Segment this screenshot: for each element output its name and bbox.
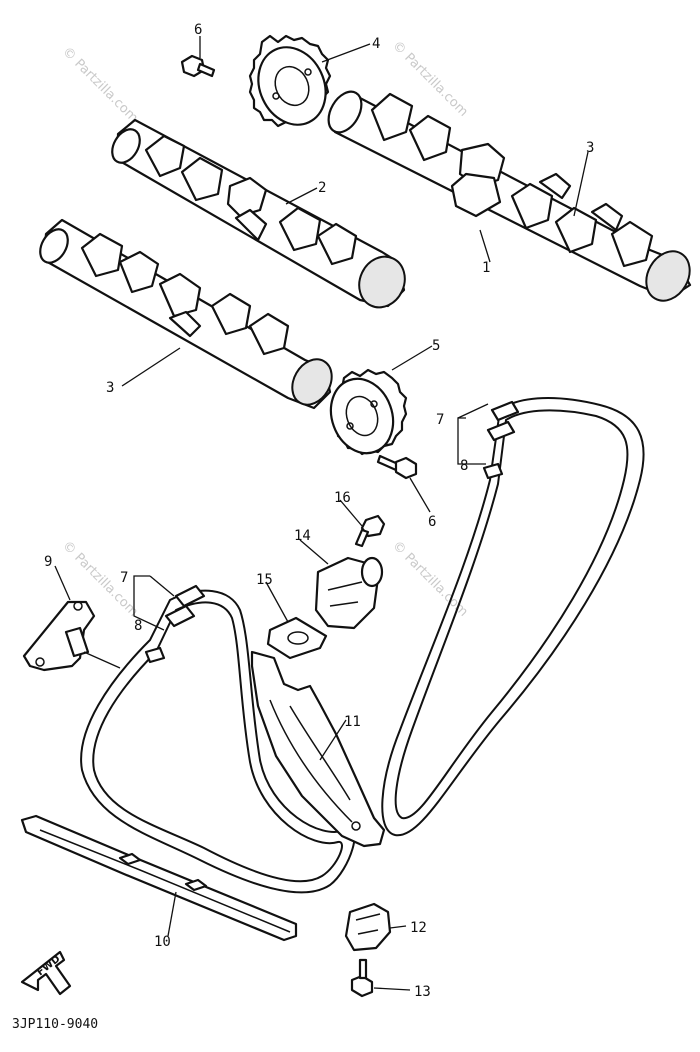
callout-4: 4 xyxy=(372,36,380,52)
callout-16: 16 xyxy=(334,490,351,506)
callout-7-right: 7 xyxy=(436,412,444,428)
callout-2: 2 xyxy=(318,180,326,196)
chain-guide-rear xyxy=(250,650,386,848)
callout-5: 5 xyxy=(432,338,440,354)
callout-14: 14 xyxy=(294,528,311,544)
callout-8-right: 8 xyxy=(460,458,468,474)
cam-chain-right xyxy=(381,397,645,837)
callout-3-lower: 3 xyxy=(106,380,114,396)
camshaft-middle xyxy=(111,118,406,309)
callout-9: 9 xyxy=(44,554,52,570)
stopper-bolt xyxy=(350,958,374,998)
chain-guide-front xyxy=(20,814,298,942)
tensioner-gasket xyxy=(266,616,328,660)
callout-labels: 6 4 3 2 1 3 5 7 8 16 6 14 9 7 15 8 11 12… xyxy=(44,22,594,1000)
forward-arrow: FWD xyxy=(20,950,72,996)
callout-3-upper: 3 xyxy=(586,140,594,156)
callout-10: 10 xyxy=(154,934,171,950)
sprocket-bolt-upper xyxy=(180,54,216,78)
camshaft-upper-right xyxy=(327,90,692,302)
watermark: © Partzilla.com xyxy=(59,44,141,126)
diagram-code: 3JP110-9040 xyxy=(12,1017,98,1032)
cam-sprocket-upper xyxy=(248,34,332,128)
callout-11: 11 xyxy=(344,714,361,730)
camshaft-lower-left xyxy=(39,218,333,410)
callout-12: 12 xyxy=(410,920,427,936)
callout-15: 15 xyxy=(256,572,273,588)
guide-bracket xyxy=(22,600,96,672)
sprocket-bolt-lower xyxy=(376,454,418,480)
callout-6-lower: 6 xyxy=(428,514,436,530)
cam-chain-left xyxy=(80,584,356,894)
callout-8-left: 8 xyxy=(134,618,142,634)
callout-7-left: 7 xyxy=(120,570,128,586)
callout-13: 13 xyxy=(414,984,431,1000)
leader-lines xyxy=(54,36,589,991)
cam-sprocket-lower xyxy=(329,368,408,456)
tensioner-bolt xyxy=(354,514,386,548)
callout-6-upper: 6 xyxy=(194,22,202,38)
callout-1: 1 xyxy=(482,260,490,276)
guide-stopper xyxy=(344,902,392,952)
chain-tensioner xyxy=(314,556,384,630)
